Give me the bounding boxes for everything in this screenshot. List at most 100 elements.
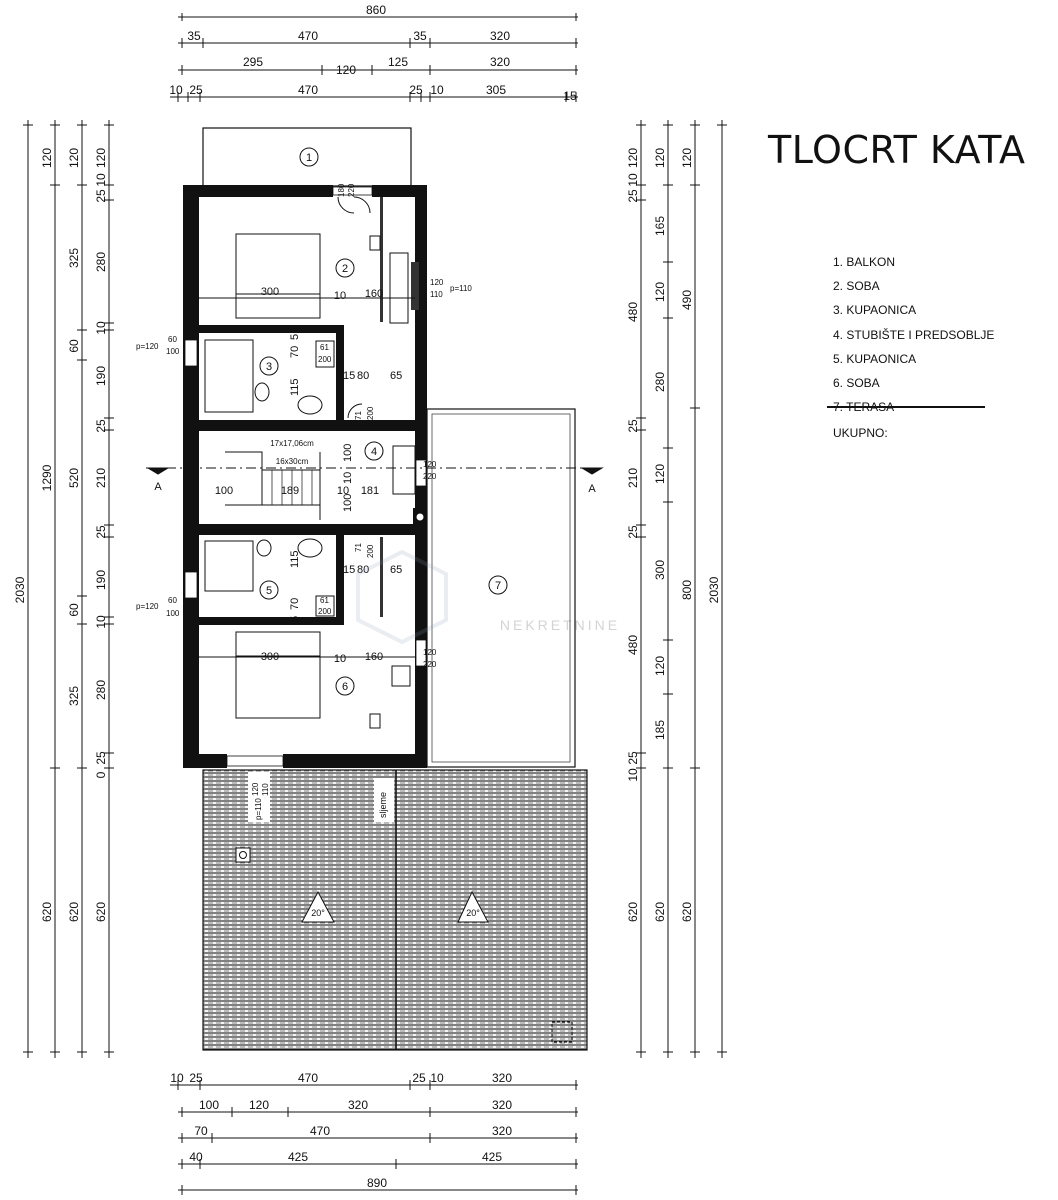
dim-label: 70 — [289, 598, 301, 610]
dim-label: 210 — [626, 468, 640, 488]
room-legend: 1. BALKON 2. SOBA 3. KUPAONICA 4. STUBIŠ… — [827, 250, 995, 446]
dim-label: 25 — [412, 1071, 426, 1085]
room-number-3: 3 — [266, 361, 272, 373]
dim-label: 181 — [361, 485, 379, 497]
dim-label: 165 — [653, 216, 667, 236]
roof — [202, 769, 588, 1051]
dim-total-height-right: 2030 — [707, 576, 721, 603]
dim-label: 10 — [94, 321, 108, 335]
dim-label: 470 — [310, 1124, 330, 1138]
top-dimension-ticks — [177, 13, 577, 102]
dim-label: 620 — [626, 902, 640, 922]
dim-label: 60 — [67, 339, 81, 353]
roof-ridge-label: sljeme — [378, 792, 388, 818]
dim-label: 620 — [94, 902, 108, 922]
dim-label: 5 — [289, 334, 301, 340]
dim-label: 10 — [337, 485, 349, 497]
dim-label: 80 — [357, 564, 369, 576]
dim-total-width: 860 — [366, 3, 386, 17]
legend-divider — [827, 406, 985, 408]
dim-label: 10 — [170, 1071, 184, 1085]
dim-label: 300 — [261, 651, 279, 663]
roof-slope-right: 20° — [466, 908, 480, 918]
dim-total-width-bottom: 890 — [367, 1176, 387, 1190]
dim-label: 10 — [430, 1071, 444, 1085]
dim-label: 325 — [67, 248, 81, 268]
bath-dims: 15 80 65 15 80 65 70 5 115 115 70 5 100 … — [289, 334, 402, 622]
window-note: 120 — [251, 782, 260, 796]
section-mark-left: A — [154, 481, 162, 493]
dim-label: 300 — [653, 560, 667, 580]
dim-label: 620 — [653, 902, 667, 922]
dim-label: 10 — [626, 768, 640, 782]
dim-label: 25 — [409, 83, 423, 97]
dim-label: 300 — [261, 286, 279, 298]
right-dimension-labels: 25 10 120 480 25 210 25 480 10 25 620 12… — [626, 148, 721, 922]
top-dimension-labels: 860 35 470 35 320 295 120 125 320 10 25 … — [169, 3, 577, 103]
dim-label: 120 — [653, 148, 667, 168]
dim-label: 190 — [94, 366, 108, 386]
dim-label: 280 — [94, 680, 108, 700]
dim-label: 25 — [94, 751, 108, 765]
dim-label: 15 — [343, 564, 355, 576]
dim-label: 40 — [189, 1150, 203, 1164]
dim-label: 325 — [67, 686, 81, 706]
window-note: 110 — [430, 290, 443, 299]
dim-label: 120 — [680, 148, 694, 168]
dim-label: 120 — [336, 63, 356, 77]
stair-dims: 100 189 10 181 17x17,06cm 16x30cm — [215, 439, 379, 497]
dim-label: 295 — [243, 55, 263, 69]
dim-label: 10 — [342, 472, 354, 484]
dim-label: 470 — [298, 1071, 318, 1085]
dim-label: 425 — [288, 1150, 308, 1164]
dim-label: 25 — [626, 525, 640, 539]
room-number-7: 7 — [495, 580, 501, 592]
dim-label: 160 — [365, 651, 383, 663]
room-number-2: 2 — [342, 263, 348, 275]
dim-label: 10 — [334, 290, 346, 302]
legend-item: 4. STUBIŠTE I PREDSOBLJE — [833, 327, 995, 342]
dim-label: 70 — [194, 1124, 208, 1138]
dim-label: 15 — [563, 89, 577, 103]
room-5-bathroom — [204, 538, 335, 617]
dim-label: 35 — [187, 29, 201, 43]
page-title: TLOCRT KATA — [768, 128, 1026, 172]
room-6-bedroom — [199, 631, 415, 729]
window-note: p=110 — [450, 284, 472, 293]
door-note: 71 — [354, 543, 363, 552]
legend-total: UKUPNO: — [833, 426, 888, 441]
watermark: NEKRETNINE — [356, 549, 617, 645]
dim-label: 10 — [169, 83, 183, 97]
dim-label: 35 — [413, 29, 427, 43]
door-note: 200 — [366, 544, 375, 558]
roof-slope-left: 20° — [311, 908, 325, 918]
dim-label: 100 — [199, 1098, 219, 1112]
legend-item: 1. BALKON — [833, 255, 896, 269]
stair-note: 16x30cm — [276, 457, 309, 466]
door-note: 200 — [318, 355, 332, 364]
door-note: 71 — [354, 411, 363, 420]
dim-label: 25 — [94, 525, 108, 539]
dim-label: 120 — [94, 148, 108, 168]
dim-label: 190 — [94, 570, 108, 590]
dim-total-height: 2030 — [13, 576, 27, 603]
room-3-bathroom — [204, 339, 363, 419]
dim-label: 480 — [626, 635, 640, 655]
window-note: 100 — [166, 347, 180, 356]
balcony: 1 — [202, 127, 412, 187]
dim-label: 115 — [289, 378, 301, 396]
legend-item: 6. SOBA — [833, 376, 880, 391]
dim-label: 120 — [626, 148, 640, 168]
room-6-dims: 300 10 160 — [261, 651, 383, 665]
dim-label: 120 — [249, 1098, 269, 1112]
dim-label: 100 — [342, 494, 354, 512]
dim-label: 120 — [40, 148, 54, 168]
dim-label: 620 — [680, 902, 694, 922]
dim-label: 25 — [189, 83, 203, 97]
dim-label: 490 — [680, 290, 694, 310]
dim-label: 160 — [365, 288, 383, 300]
dim-label: 60 — [67, 603, 81, 617]
window-note: 110 — [261, 783, 270, 796]
window-note: 220 — [423, 472, 437, 481]
dim-label: 425 — [482, 1150, 502, 1164]
